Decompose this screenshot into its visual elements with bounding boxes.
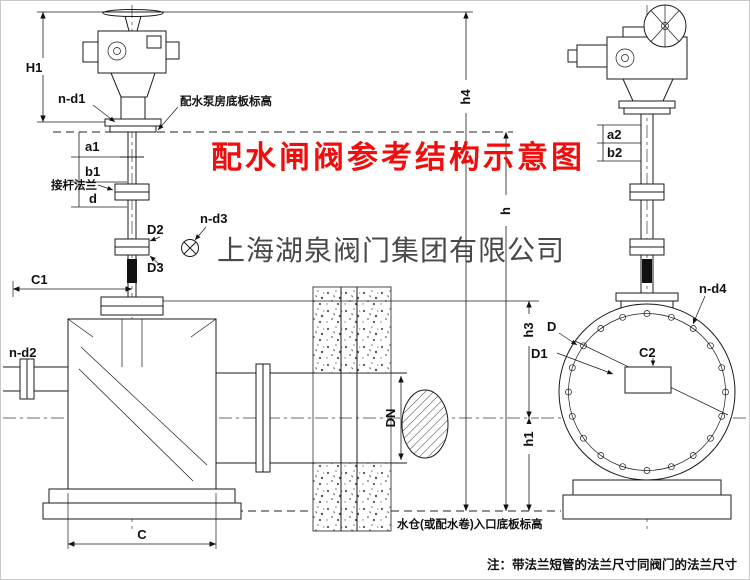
- right-view: [558, 4, 736, 520]
- stem-left: [100, 132, 164, 316]
- dimensions: [12, 11, 706, 549]
- annotation-inlet-floor: 水仓(或配水卷)入口底板标高: [397, 517, 543, 531]
- dim-label-d2: D2: [147, 222, 164, 237]
- valve-body-left: [67, 318, 217, 490]
- left-view: [3, 9, 407, 520]
- footnote: 注：带法兰短管的法兰尺寸同阀门的法兰尺寸: [487, 557, 738, 572]
- drawing-title: 配水闸阀参考结构示意图: [211, 140, 585, 175]
- dim-label-c1: C1: [31, 272, 48, 287]
- dim-label-n-d2: n-d2: [9, 345, 36, 360]
- dim-label-h4: h4: [458, 89, 473, 105]
- actuator-right: [567, 4, 688, 115]
- company-watermark: 上海湖泉阀门集团有限公司: [217, 235, 565, 267]
- dim-label-c: C: [137, 527, 147, 542]
- dim-label-a2: a2: [607, 127, 621, 142]
- valve-body-front: [558, 303, 736, 481]
- dim-label-n-d1: n-d1: [58, 91, 85, 106]
- gate-pocket: [624, 366, 672, 394]
- concrete-wall: [312, 286, 392, 532]
- dim-label-b1: b1: [85, 164, 100, 179]
- pipe-opening-section: [401, 389, 449, 459]
- annotation-stem-flange: 接杆法兰: [51, 178, 97, 192]
- dim-label-d-outer: D: [547, 319, 556, 334]
- datum-lines: [53, 131, 561, 512]
- dim-label-h1-pipe: h1: [521, 431, 536, 446]
- handwheel-left: [102, 9, 164, 17]
- dim-label-b2: b2: [607, 145, 622, 160]
- annotation-pump-floor: 配水泵房底板标高: [180, 94, 272, 108]
- dim-label-d3: D3: [147, 260, 164, 275]
- dim-label-h1-height: H1: [26, 60, 43, 75]
- dim-label-n-d4: n-d4: [699, 281, 727, 296]
- dim-label-dn: DN: [383, 409, 398, 428]
- dim-label-h3: h3: [521, 322, 536, 337]
- dim-label-a1: a1: [85, 139, 99, 154]
- bypass-stub: [3, 358, 68, 400]
- base-left: [42, 488, 242, 520]
- flange-bolt-symbol: [181, 239, 199, 257]
- dim-label-c2: C2: [639, 345, 656, 360]
- base-right: [562, 479, 732, 520]
- dim-label-n-d3: n-d3: [200, 211, 227, 226]
- dim-label-d1: D1: [531, 346, 548, 361]
- labels: H1 n-d1 配水泵房底板标高 a1 b1 接杆法兰 d D2 n-d3 D3…: [9, 60, 727, 542]
- dim-label-d: d: [89, 191, 97, 206]
- dim-label-h: h: [498, 207, 513, 215]
- actuator-left: [82, 9, 180, 133]
